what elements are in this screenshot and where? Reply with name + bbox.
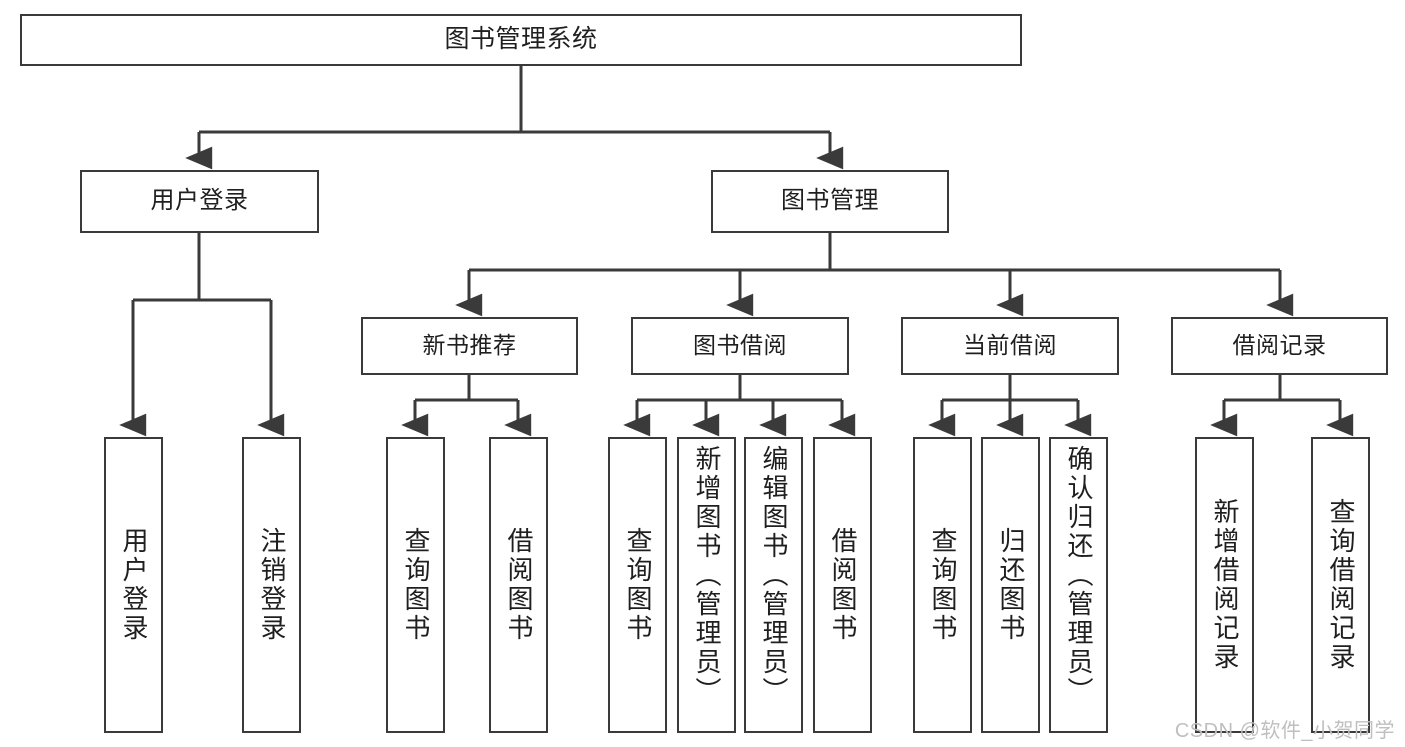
node-label: 图书管理系统	[444, 25, 598, 54]
leaf-confirm-return-admin[interactable]: 确认归还（管理员）	[1049, 437, 1108, 733]
leaf-query-book-newbook[interactable]: 查询图书	[386, 437, 445, 733]
leaf-logout[interactable]: 注销登录	[242, 437, 301, 733]
node-label: 借阅图书	[504, 527, 535, 643]
node-label: 注销登录	[257, 527, 288, 643]
node-new-book-recommend[interactable]: 新书推荐	[361, 317, 578, 375]
node-borrow-record[interactable]: 借阅记录	[1171, 317, 1388, 375]
node-label: 图书借阅	[693, 332, 787, 359]
node-root-system[interactable]: 图书管理系统	[20, 14, 1022, 66]
node-label: 编辑图书（管理员）	[759, 445, 790, 706]
leaf-add-borrow-record[interactable]: 新增借阅记录	[1195, 437, 1254, 733]
node-label: 查询图书	[928, 527, 959, 643]
node-label: 当前借阅	[963, 332, 1057, 359]
leaf-edit-book-admin[interactable]: 编辑图书（管理员）	[744, 437, 803, 733]
node-label: 确认归还（管理员）	[1064, 445, 1095, 706]
node-label: 查询图书	[401, 527, 432, 643]
node-label: 查询图书	[623, 527, 654, 643]
node-label: 用户登录	[150, 187, 249, 215]
leaf-borrow-book-borrow[interactable]: 借阅图书	[813, 437, 872, 733]
leaf-return-book[interactable]: 归还图书	[981, 437, 1040, 733]
node-label: 新增借阅记录	[1210, 498, 1241, 672]
leaf-borrow-book-newbook[interactable]: 借阅图书	[489, 437, 548, 733]
leaf-query-book-current[interactable]: 查询图书	[913, 437, 972, 733]
node-current-borrow[interactable]: 当前借阅	[901, 317, 1119, 375]
node-book-management[interactable]: 图书管理	[711, 170, 949, 233]
leaf-query-borrow-record[interactable]: 查询借阅记录	[1311, 437, 1370, 733]
leaf-user-login[interactable]: 用户登录	[104, 437, 163, 733]
node-label: 新书推荐	[422, 332, 517, 359]
leaf-query-book-borrow[interactable]: 查询图书	[608, 437, 667, 733]
node-label: 查询借阅记录	[1326, 498, 1357, 672]
node-label: 归还图书	[996, 527, 1027, 643]
node-label: 新增图书（管理员）	[692, 445, 723, 706]
node-user-login[interactable]: 用户登录	[80, 170, 319, 233]
node-label: 借阅图书	[828, 527, 859, 643]
leaf-add-book-admin[interactable]: 新增图书（管理员）	[677, 437, 736, 733]
node-label: 借阅记录	[1232, 332, 1327, 359]
watermark-text: CSDN @软件_小贺同学	[1174, 720, 1395, 742]
node-book-borrow[interactable]: 图书借阅	[631, 317, 849, 375]
node-label: 图书管理	[781, 187, 879, 215]
node-label: 用户登录	[119, 527, 150, 643]
